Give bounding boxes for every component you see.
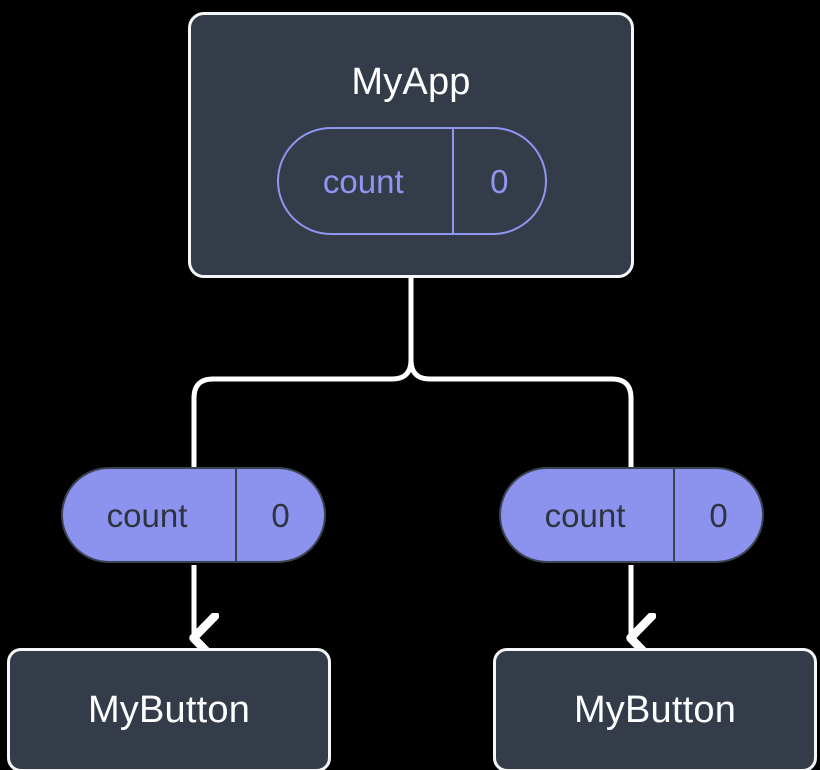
root-component-label: MyApp xyxy=(351,61,471,103)
prop-pill-child-0-value: 0 xyxy=(235,469,324,561)
component-node-child-0[interactable]: MyButton xyxy=(7,648,331,770)
child-1-component-label: MyButton xyxy=(573,689,737,731)
component-node-child-1[interactable]: MyButton xyxy=(493,648,817,770)
state-pill-root-key: count xyxy=(322,162,404,200)
prop-pill-child-1-value: 0 xyxy=(673,469,762,561)
prop-pill-child-0-key: count xyxy=(106,496,188,534)
prop-pill-child-0[interactable]: count 0 xyxy=(61,467,326,563)
prop-pill-child-1[interactable]: count 0 xyxy=(499,467,764,563)
state-pill-root-value: 0 xyxy=(451,129,545,233)
child-0-component-label: MyButton xyxy=(87,689,251,731)
wire-branch-right xyxy=(408,357,634,470)
wire-branch-left xyxy=(191,357,414,470)
prop-pill-child-1-key: count xyxy=(544,496,626,534)
state-pill-root[interactable]: count 0 xyxy=(277,127,547,235)
